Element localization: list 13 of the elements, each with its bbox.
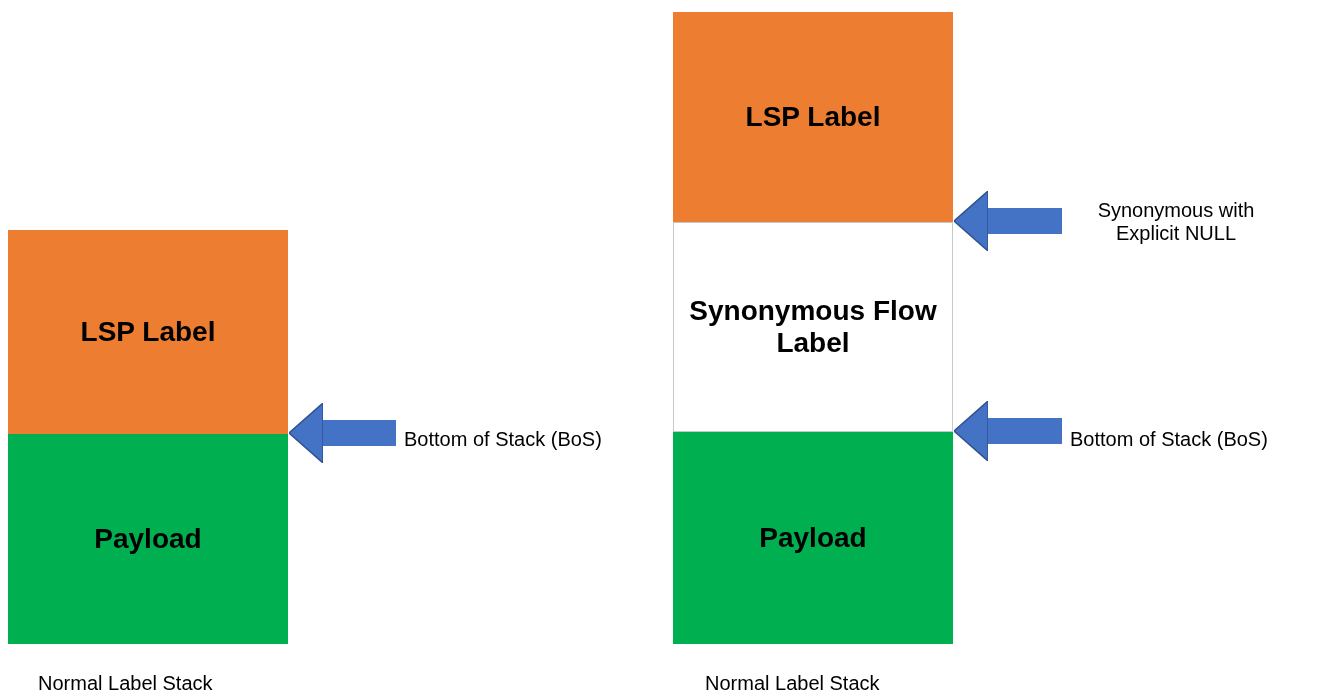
stack-layer: LSP Label <box>8 230 288 434</box>
block-arrow <box>953 400 1062 462</box>
stack-layer: Payload <box>8 434 288 644</box>
block-arrow <box>953 190 1062 252</box>
annotation-text: Synonymous with Explicit NULL <box>1066 192 1286 252</box>
stack-layer: Payload <box>673 432 953 644</box>
annotation-text: Bottom of Stack (BoS) <box>400 424 606 454</box>
stack-caption: Normal Label Stack <box>38 672 213 695</box>
stack-layer: Synonymous Flow Label <box>673 222 953 432</box>
stack-layer: LSP Label <box>673 12 953 222</box>
block-arrow <box>288 402 396 464</box>
stack-caption: Normal Label Stack <box>705 672 880 695</box>
annotation-text: Bottom of Stack (BoS) <box>1066 424 1272 454</box>
